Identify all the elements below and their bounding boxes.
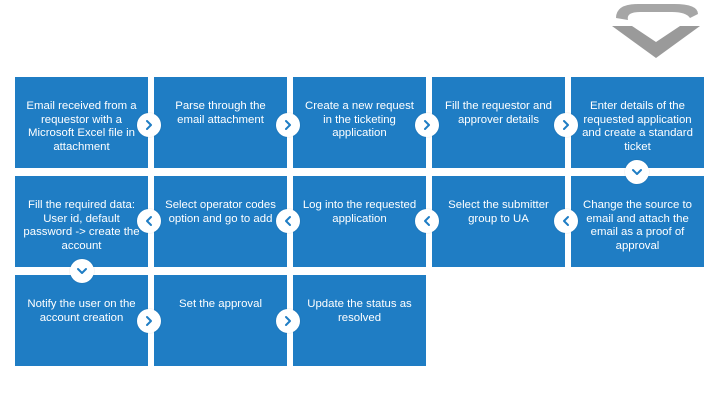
step-5-text: Enter details of the requested applicati…: [582, 100, 693, 153]
chevron-down-icon: [70, 259, 94, 283]
step-13: Update the status as resolved: [293, 275, 426, 366]
step-4: Fill the requestor and approver details: [432, 77, 565, 168]
step-7: Select the submitter group to UA: [432, 176, 565, 267]
step-12: Set the approval: [154, 275, 287, 366]
chevron-right-icon: [554, 113, 578, 137]
step-12-text: Set the approval: [179, 298, 262, 310]
chevron-right-icon: [415, 113, 439, 137]
step-10: Fill the required data: User id, default…: [15, 176, 148, 267]
step-2-text: Parse through the email attachment: [175, 100, 266, 126]
step-10-text: Fill the required data: User id, default…: [23, 199, 140, 252]
logo-icon: [612, 4, 700, 58]
step-13-text: Update the status as resolved: [307, 298, 412, 324]
step-7-text: Select the submitter group to UA: [448, 199, 549, 225]
step-11-text: Notify the user on the account creation: [27, 298, 136, 324]
chevron-right-icon: [276, 113, 300, 137]
step-6-text: Change the source to email and attach th…: [583, 199, 692, 252]
step-9: Select operator codes option and go to a…: [154, 176, 287, 267]
step-3: Create a new request in the ticketing ap…: [293, 77, 426, 168]
step-9-text: Select operator codes option and go to a…: [165, 199, 276, 225]
step-2: Parse through the email attachment: [154, 77, 287, 168]
step-1-text: Email received from a requestor with a M…: [26, 100, 137, 153]
step-1: Email received from a requestor with a M…: [15, 77, 148, 168]
step-3-text: Create a new request in the ticketing ap…: [305, 100, 414, 139]
step-8: Log into the requested application: [293, 176, 426, 267]
chevron-right-icon: [137, 309, 161, 333]
step-6: Change the source to email and attach th…: [571, 176, 704, 267]
chevron-left-icon: [137, 209, 161, 233]
step-11: Notify the user on the account creation: [15, 275, 148, 366]
step-8-text: Log into the requested application: [302, 199, 417, 225]
chevron-left-icon: [554, 209, 578, 233]
chevron-down-icon: [625, 160, 649, 184]
chevron-left-icon: [276, 209, 300, 233]
chevron-left-icon: [415, 209, 439, 233]
step-4-text: Fill the requestor and approver details: [444, 100, 552, 126]
step-5: Enter details of the requested applicati…: [571, 77, 704, 168]
chevron-right-icon: [276, 309, 300, 333]
chevron-right-icon: [137, 113, 161, 137]
